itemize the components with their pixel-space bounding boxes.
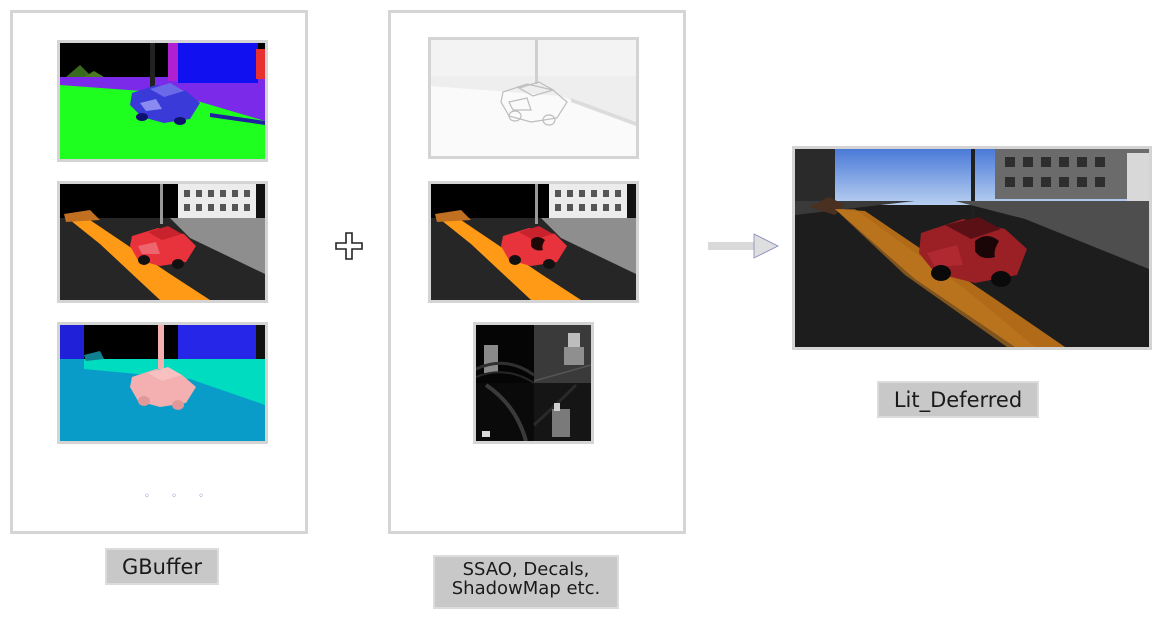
extras-label-line1: SSAO, Decals,	[462, 559, 590, 580]
ssao-thumbnail	[428, 37, 639, 159]
lit-deferred-output-thumbnail	[792, 146, 1152, 350]
more-buffers-ellipsis: ◦ ◦ ◦	[144, 491, 214, 502]
gbuffer-albedo-thumbnail	[57, 181, 268, 303]
gbuffer-label: GBuffer	[105, 548, 219, 585]
gbuffer-material-thumbnail	[57, 322, 268, 444]
gbuffer-normals-thumbnail	[57, 40, 268, 162]
decals-thumbnail	[428, 181, 639, 303]
shadowmap-thumbnail	[473, 322, 594, 444]
arrow-right-icon	[708, 232, 780, 260]
extras-label-line2: ShadowMap etc.	[451, 577, 601, 599]
lit-deferred-label: Lit_Deferred	[877, 381, 1039, 418]
plus-icon	[333, 230, 365, 262]
extras-label: SSAO, Decals, ShadowMap etc.	[433, 555, 619, 609]
